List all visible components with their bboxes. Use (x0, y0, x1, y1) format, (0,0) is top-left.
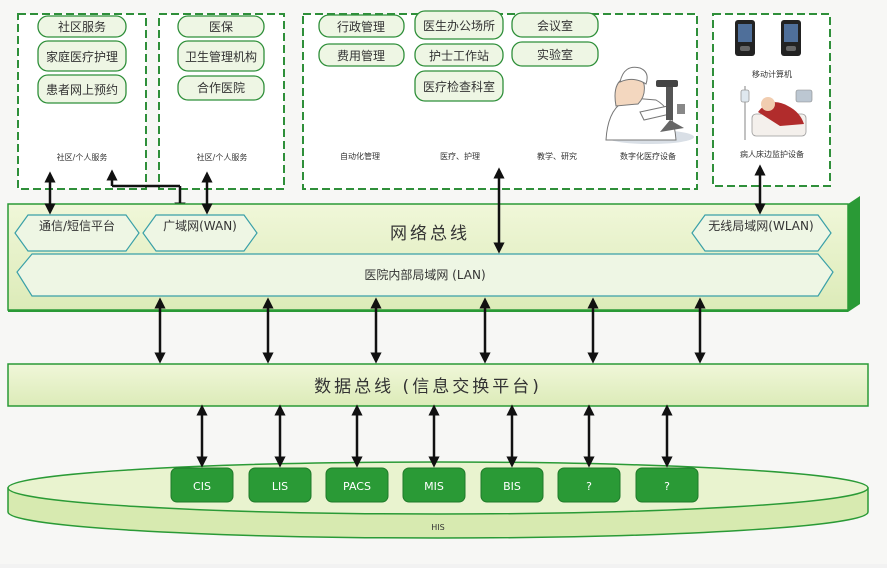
home-care-text: 家庭医疗护理 (46, 49, 118, 64)
unknown-system-2 (635, 467, 699, 503)
wlan-text: 无线局域网(WLAN) (708, 219, 813, 233)
data-bus-title: 数据总线 (信息交换平台) (314, 377, 542, 397)
connection-arrows (44, 164, 766, 468)
bis-label: BIS (503, 480, 521, 493)
data-bus-panel (7, 363, 869, 407)
mis-label: MIS (424, 480, 444, 493)
home-care-pill (37, 40, 127, 72)
health-agency-pill (177, 40, 265, 72)
partner-hospital-pill (177, 75, 265, 101)
researcher-microscope-icon (605, 66, 694, 144)
medical-insurance-pill (177, 15, 265, 38)
doctor-office-text: 医生办公场所 (423, 18, 495, 33)
lis-system (248, 467, 312, 503)
insurance-box (158, 13, 285, 190)
laboratory-pill (511, 41, 599, 67)
lis-label: LIS (272, 480, 288, 493)
meeting-room-pill (511, 12, 599, 38)
hospital-departments-group: 行政管理 费用管理 医生办公场所 护士工作站 医疗检查科室 会议室 实验室 自动… (302, 10, 698, 190)
automation-caption: 自动化管理 (340, 151, 380, 161)
his-platform: HIS CIS LIS PACS MIS BIS ? ? (7, 461, 869, 539)
lan-hex (16, 253, 834, 297)
wlan-hex (691, 214, 832, 252)
teaching-caption: 教学、研究 (537, 151, 577, 161)
partner-hospital-text: 合作医院 (197, 80, 245, 95)
community-services-group: 社区服务 家庭医疗护理 患者网上预约 社区/个人服务 (17, 13, 147, 190)
wan-hex (142, 214, 258, 252)
nurse-station-text: 护士工作站 (429, 49, 489, 63)
pda-device-icon-2 (781, 20, 801, 56)
mis-system (402, 467, 466, 503)
lan-text: 医院内部局域网 (LAN) (364, 267, 485, 282)
unknown-system-1-label: ? (586, 480, 592, 493)
network-bus: 网络总线 通信/短信平台 广域网(WAN) 无线局域网(WLAN) 医院内部局域… (7, 196, 860, 312)
unknown-system-1 (557, 467, 621, 503)
billing-pill (318, 43, 405, 67)
care-caption: 医疗、护理 (440, 151, 480, 161)
exam-dept-pill (414, 70, 504, 102)
doctor-office-pill (414, 10, 504, 40)
sms-platform-hex (14, 214, 140, 252)
unknown-system-2-label: ? (664, 480, 670, 493)
cis-system (170, 467, 234, 503)
sms-platform-text: 通信/短信平台 (39, 218, 115, 233)
bis-system (480, 467, 544, 503)
nurse-station-pill (414, 43, 504, 67)
data-bus: 数据总线 (信息交换平台) (7, 363, 869, 407)
bedside-monitor-icon (740, 86, 813, 140)
health-agency-text: 卫生管理机构 (185, 49, 257, 64)
wan-text: 广域网(WAN) (163, 219, 237, 233)
insurance-group: 医保 卫生管理机构 合作医院 社区/个人服务 (158, 13, 285, 190)
meeting-room-text: 会议室 (537, 18, 573, 33)
digital-devices-caption: 数字化医疗设备 (620, 151, 676, 161)
community-service-pill (37, 15, 127, 38)
pacs-label: PACS (343, 480, 371, 493)
bedside-monitor-caption: 病人床边监护设备 (740, 149, 804, 159)
exam-dept-text: 医疗检查科室 (423, 79, 495, 94)
mobile-computer-caption: 移动计算机 (752, 69, 792, 79)
medical-insurance-text: 医保 (209, 20, 233, 34)
pacs-system (325, 467, 389, 503)
mobile-devices-group: 移动计算机 病人床边监护设备 (712, 13, 831, 187)
insurance-caption: 社区/个人服务 (197, 152, 248, 162)
admin-text: 行政管理 (337, 19, 385, 34)
laboratory-text: 实验室 (537, 47, 573, 62)
billing-text: 费用管理 (337, 48, 385, 63)
cis-label: CIS (193, 480, 211, 493)
his-label: HIS (431, 523, 444, 532)
admin-pill (318, 14, 405, 38)
community-service-text: 社区服务 (58, 19, 106, 34)
online-appointment-pill (37, 74, 127, 104)
community-caption: 社区/个人服务 (57, 152, 108, 162)
online-appointment-text: 患者网上预约 (46, 82, 118, 97)
pda-device-icon (735, 20, 755, 56)
network-bus-title: 网络总线 (390, 224, 470, 244)
